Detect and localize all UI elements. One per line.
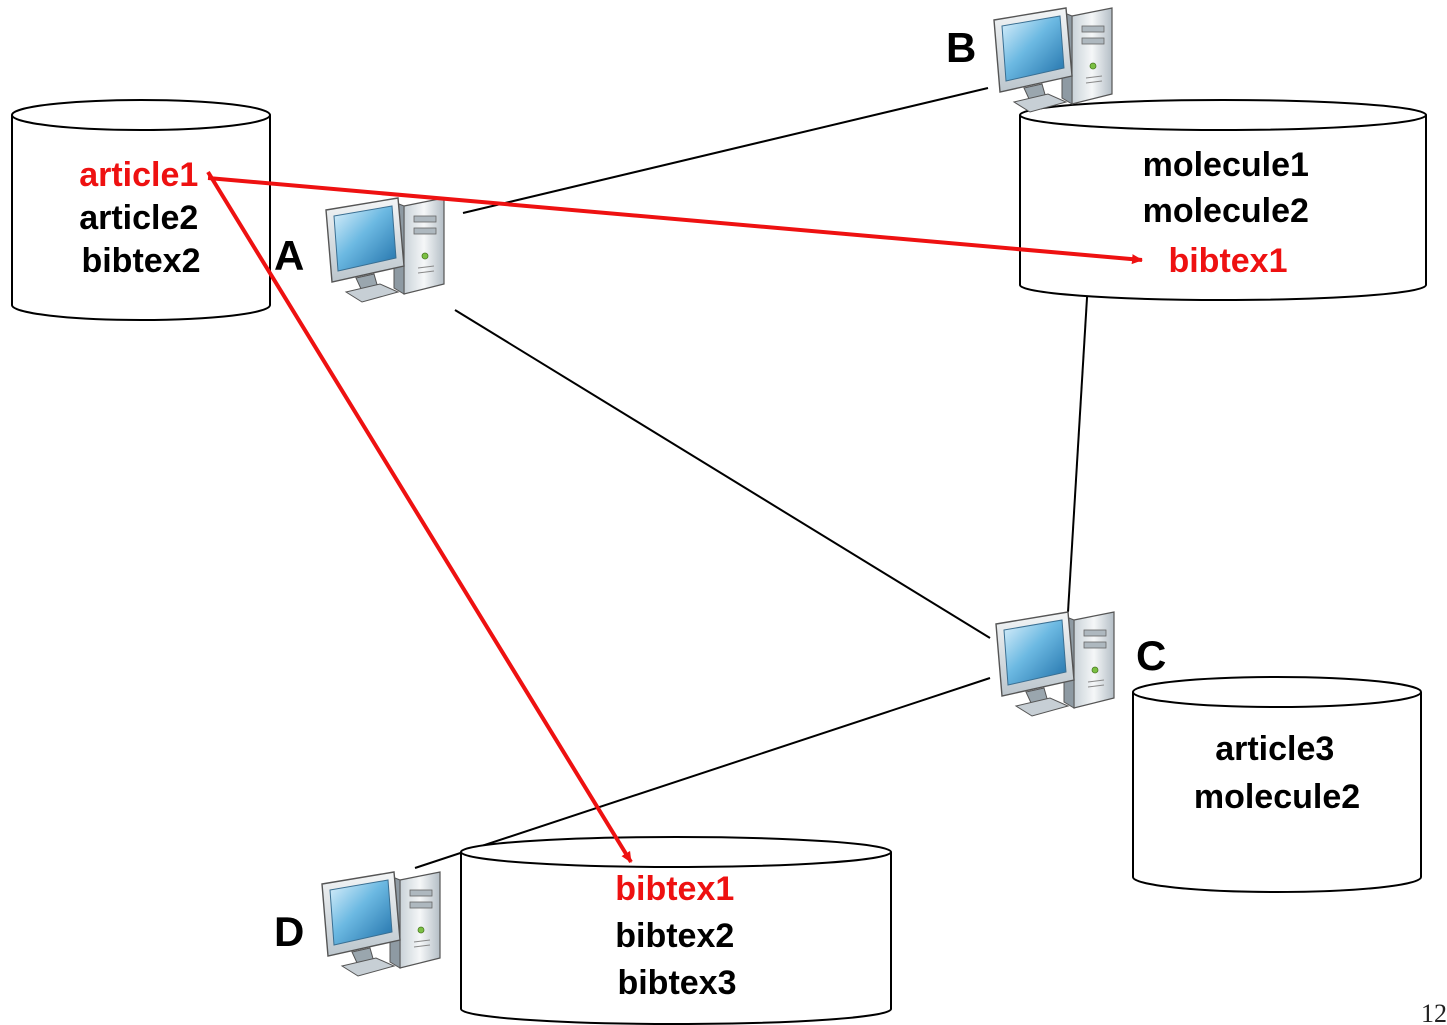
store-b-body xyxy=(1019,115,1427,301)
store-a-item-2: article2 xyxy=(79,199,198,237)
store-c-body xyxy=(1132,692,1422,893)
store-a-body xyxy=(11,115,271,321)
store-b-item-2: molecule2 xyxy=(1143,192,1309,230)
computer-c-icon xyxy=(995,611,1115,717)
store-c-top xyxy=(1132,676,1422,708)
ref-arrow-article1-to-d-bibtex1 xyxy=(206,170,633,864)
node-label-b: B xyxy=(946,24,976,71)
svg-text:article1 article2: article1 article2 bibtex2 xyxy=(79,156,203,280)
computer-a-icon xyxy=(325,197,445,303)
node-label-c: C xyxy=(1136,632,1166,679)
node-label-d: D xyxy=(274,908,304,955)
store-a-top xyxy=(11,99,271,131)
store-c-item-1: article3 xyxy=(1215,730,1334,768)
svg-text:molecule1 molecule2: molecule1 molecule2 bibtex1 xyxy=(1143,146,1314,280)
computer-b-icon xyxy=(993,7,1113,113)
store-c: article3 molecule2 xyxy=(1132,676,1422,893)
computer-d-icon xyxy=(321,871,441,977)
store-a-item-3: bibtex2 xyxy=(81,242,200,280)
store-a: article1 article2 bibtex2 xyxy=(11,99,271,321)
store-a-item-1: article1 xyxy=(79,156,198,194)
store-d-top xyxy=(460,836,892,868)
ref-arrow-article1-to-b-bibtex1 xyxy=(207,176,1143,265)
page-number: 12 xyxy=(1421,999,1447,1025)
node-label-a: A xyxy=(274,232,304,279)
svg-text:bibtex1 bibtex2 bi: bibtex1 bibtex2 bibtex3 xyxy=(615,870,739,1002)
store-d-body xyxy=(460,852,892,1025)
store-c-item-2: molecule2 xyxy=(1194,778,1360,816)
svg-text:article3 molecule2: article3 molecule2 xyxy=(1194,730,1360,816)
store-d-item-1: bibtex1 xyxy=(615,870,734,908)
store-d-item-2: bibtex2 xyxy=(615,917,734,955)
link-a-b xyxy=(462,87,989,214)
link-a-c xyxy=(454,309,991,639)
store-b-item-1: molecule1 xyxy=(1143,146,1309,184)
reference-arrows xyxy=(206,170,1143,864)
store-b: molecule1 molecule2 bibtex1 xyxy=(1019,99,1427,301)
link-c-d xyxy=(414,677,991,869)
store-b-top xyxy=(1019,99,1427,131)
store-d: bibtex1 bibtex2 bibtex3 xyxy=(460,836,892,1025)
store-d-item-3: bibtex3 xyxy=(617,964,736,1002)
store-b-item-3: bibtex1 xyxy=(1168,242,1287,280)
